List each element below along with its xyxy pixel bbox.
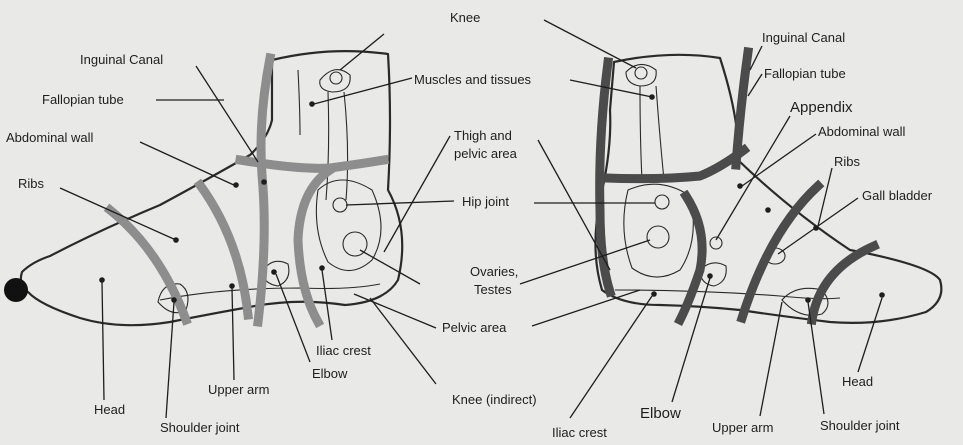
leader-ovaries-left	[360, 250, 420, 284]
right-dot-shoulder	[805, 297, 811, 303]
left-dot-muscles	[309, 101, 315, 107]
right-arch-line	[615, 290, 840, 299]
leader-left-ribs	[60, 188, 176, 240]
label-thigh-and-line2: pelvic area	[454, 146, 518, 161]
left-dot-fallopian	[261, 179, 267, 185]
label-right-head: Head	[842, 374, 873, 389]
label-thigh-and-line1: Thigh and	[454, 128, 512, 143]
right-ribs-band	[812, 246, 874, 320]
label-muscles-and-tissues: Muscles and tissues	[414, 72, 532, 87]
leader-right-fallopian	[748, 74, 762, 96]
label-left-head: Head	[94, 402, 125, 417]
label-right-abdominal-wall: Abdominal wall	[818, 124, 906, 139]
left-pelvic-band	[298, 170, 330, 322]
right-dot-iliac	[651, 291, 657, 297]
leader-left-upper-arm	[232, 288, 234, 380]
right-dot-abdominal-2	[765, 207, 771, 213]
label-left-iliac-crest: Iliac crest	[316, 343, 371, 358]
left-dot-upper-arm	[229, 283, 235, 289]
label-right-ribs: Ribs	[834, 154, 861, 169]
leader-pelvic-right	[532, 290, 640, 326]
left-dot-elbow	[271, 269, 277, 275]
right-dot-abdominal	[737, 183, 743, 189]
labels-left-foot: Inguinal Canal Fallopian tube Abdominal …	[6, 52, 371, 435]
label-right-elbow: Elbow	[640, 405, 681, 422]
labels-shared: Knee Muscles and tissues Thigh and pelvi…	[414, 10, 537, 407]
right-ovary-point	[647, 226, 669, 248]
label-knee-indirect: Knee (indirect)	[452, 392, 537, 407]
left-ribs-band	[110, 210, 186, 320]
label-pelvic-area: Pelvic area	[442, 320, 507, 335]
right-knee-loop	[626, 64, 656, 86]
right-hip-point	[655, 195, 669, 209]
label-left-inguinal-canal: Inguinal Canal	[80, 52, 163, 67]
label-ovaries-line2: Testes	[474, 282, 512, 297]
leader-left-head	[102, 282, 104, 400]
leader-left-iliac	[322, 270, 332, 340]
leader-left-abdominal	[140, 142, 236, 186]
label-left-abdominal-wall: Abdominal wall	[6, 130, 94, 145]
leader-left-inguinal	[196, 66, 258, 162]
label-ovaries-line1: Ovaries,	[470, 264, 518, 279]
leader-thigh-left	[384, 136, 450, 252]
label-right-gall-bladder: Gall bladder	[862, 188, 933, 203]
left-toe-marker	[4, 278, 28, 302]
label-left-upper-arm: Upper arm	[208, 382, 269, 397]
left-dot-shoulder	[171, 297, 177, 303]
right-inguinal-band	[606, 150, 744, 179]
label-left-elbow: Elbow	[312, 366, 348, 381]
right-tissue-line-2	[656, 86, 664, 180]
label-right-upper-arm: Upper arm	[712, 420, 773, 435]
label-knee: Knee	[450, 10, 480, 25]
left-hip-point	[333, 198, 347, 212]
right-dot-head	[879, 292, 885, 298]
label-left-shoulder-joint: Shoulder joint	[160, 420, 240, 435]
right-tissue-line-1	[640, 86, 642, 180]
left-arch-line	[160, 284, 380, 300]
left-dot-head	[99, 277, 105, 283]
label-left-fallopian-tube: Fallopian tube	[42, 92, 124, 107]
leader-knee-indirect	[370, 298, 436, 384]
leader-knee-right	[544, 20, 636, 68]
right-pelvic-band	[680, 196, 702, 320]
leader-hip-left	[346, 201, 454, 205]
left-heel-inner-line	[298, 70, 300, 135]
label-right-iliac-crest: Iliac crest	[552, 425, 607, 440]
label-hip-joint: Hip joint	[462, 194, 509, 209]
label-right-fallopian-tube: Fallopian tube	[764, 66, 846, 81]
left-tissue-line-2	[344, 92, 348, 200]
left-inguinal-band	[240, 160, 384, 168]
leader-right-head	[858, 298, 882, 372]
leader-right-iliac	[570, 296, 652, 418]
leader-right-upper-arm	[760, 302, 782, 416]
label-right-inguinal-canal: Inguinal Canal	[762, 30, 845, 45]
leader-pelvic-left	[354, 294, 436, 328]
left-abdominal-band	[200, 185, 248, 315]
label-right-shoulder-joint: Shoulder joint	[820, 418, 900, 433]
label-right-appendix: Appendix	[790, 99, 853, 116]
leader-left-shoulder	[166, 302, 174, 418]
leader-right-abdominal	[742, 134, 816, 186]
left-knee-loop	[320, 70, 350, 92]
right-dot-elbow	[707, 273, 713, 279]
left-dot-iliac	[319, 265, 325, 271]
label-left-ribs: Ribs	[18, 176, 45, 191]
right-knee-point	[635, 67, 647, 79]
left-knee-point	[330, 72, 342, 84]
